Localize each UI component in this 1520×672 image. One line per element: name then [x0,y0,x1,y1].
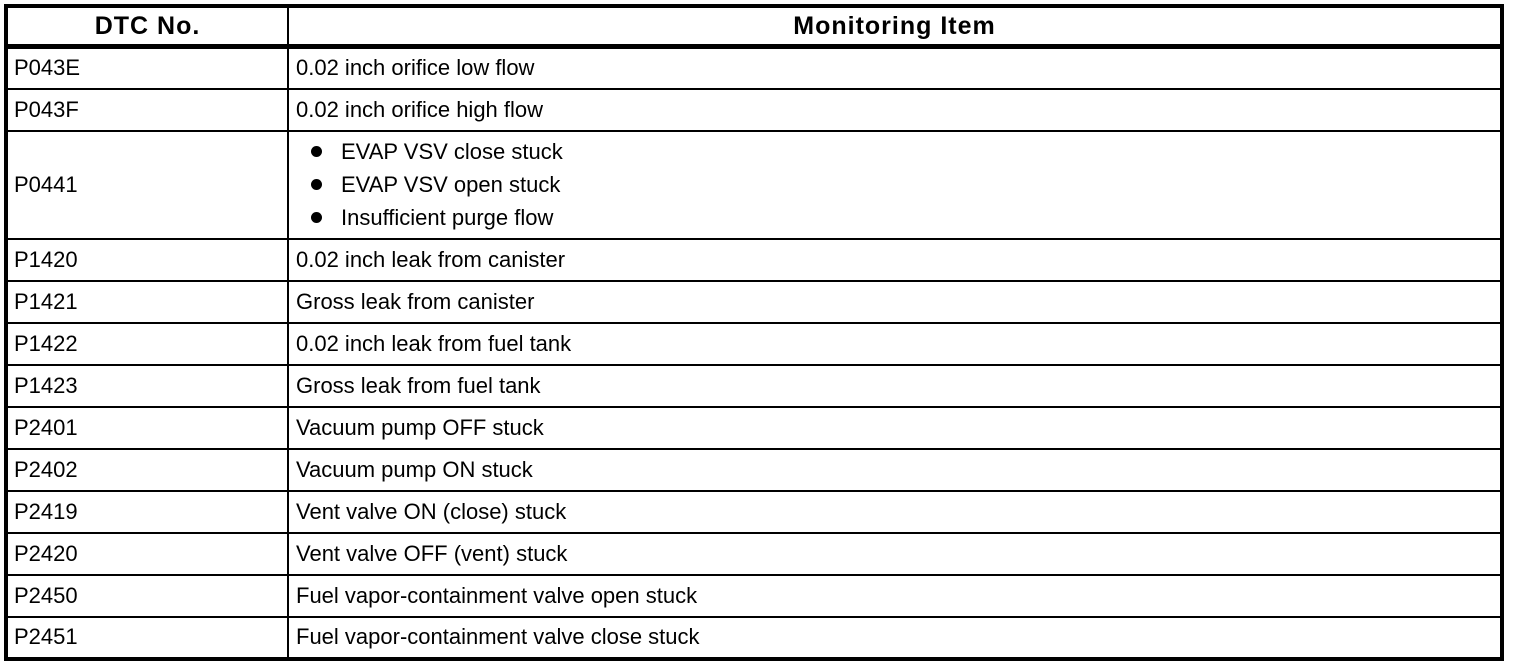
monitoring-item-cell: Fuel vapor-containment valve open stuck [287,573,1503,618]
bullet-item: EVAP VSV close stuck [289,135,1500,168]
monitoring-item-cell: 0.02 inch orifice high flow [287,87,1503,132]
monitoring-item-cell: Gross leak from fuel tank [287,363,1503,408]
bullet-icon [311,212,322,223]
monitoring-item-cell: 0.02 inch orifice low flow [287,45,1503,90]
dtc-cell: P2419 [5,489,289,534]
monitoring-item-cell: 0.02 inch leak from canister [287,237,1503,282]
table-row: P2420 Vent valve OFF (vent) stuck [5,531,1503,576]
dtc-cell: P2401 [5,405,289,450]
dtc-cell: P1420 [5,237,289,282]
table-row: P0441 EVAP VSV close stuck EVAP VSV open… [5,129,1503,240]
bullet-item: Insufficient purge flow [289,201,1500,234]
monitoring-item-cell: 0.02 inch leak from fuel tank [287,321,1503,366]
bullet-item-label: EVAP VSV open stuck [341,171,561,197]
dtc-cell: P1421 [5,279,289,324]
monitoring-item-cell: Vacuum pump ON stuck [287,447,1503,492]
dtc-cell: P1422 [5,321,289,366]
table-row: P2450 Fuel vapor-containment valve open … [5,573,1503,618]
dtc-cell: P2450 [5,573,289,618]
table-row: P1421 Gross leak from canister [5,279,1503,324]
bullet-item-label: EVAP VSV close stuck [341,138,563,164]
dtc-table: DTC No. Monitoring Item P043E 0.02 inch … [4,4,1504,661]
dtc-cell: P2420 [5,531,289,576]
column-header-dtc-no: DTC No. [5,5,289,49]
table-row: P1420 0.02 inch leak from canister [5,237,1503,282]
table-row: P043E 0.02 inch orifice low flow [5,45,1503,90]
table-row: P2451 Fuel vapor-containment valve close… [5,615,1503,660]
bullet-icon [311,146,322,157]
table-row: P2419 Vent valve ON (close) stuck [5,489,1503,534]
table-row: P043F 0.02 inch orifice high flow [5,87,1503,132]
table-row: P2402 Vacuum pump ON stuck [5,447,1503,492]
table-header-row: DTC No. Monitoring Item [5,5,1503,49]
dtc-cell: P0441 [5,129,289,240]
bullet-list: EVAP VSV close stuck EVAP VSV open stuck… [289,135,1500,234]
monitoring-item-cell: Gross leak from canister [287,279,1503,324]
monitoring-item-cell: Vacuum pump OFF stuck [287,405,1503,450]
table-row: P1423 Gross leak from fuel tank [5,363,1503,408]
bullet-item-label: Insufficient purge flow [341,204,554,230]
monitoring-item-cell: Vent valve ON (close) stuck [287,489,1503,534]
table-row: P1422 0.02 inch leak from fuel tank [5,321,1503,366]
dtc-cell: P1423 [5,363,289,408]
bullet-icon [311,179,322,190]
bullet-item: EVAP VSV open stuck [289,168,1500,201]
dtc-cell: P2451 [5,615,289,660]
dtc-cell: P043F [5,87,289,132]
monitoring-item-cell: Fuel vapor-containment valve close stuck [287,615,1503,660]
monitoring-item-cell: EVAP VSV close stuck EVAP VSV open stuck… [287,129,1503,240]
table-row: P2401 Vacuum pump OFF stuck [5,405,1503,450]
dtc-cell: P2402 [5,447,289,492]
dtc-cell: P043E [5,45,289,90]
column-header-monitoring-item: Monitoring Item [287,5,1503,49]
monitoring-item-cell: Vent valve OFF (vent) stuck [287,531,1503,576]
